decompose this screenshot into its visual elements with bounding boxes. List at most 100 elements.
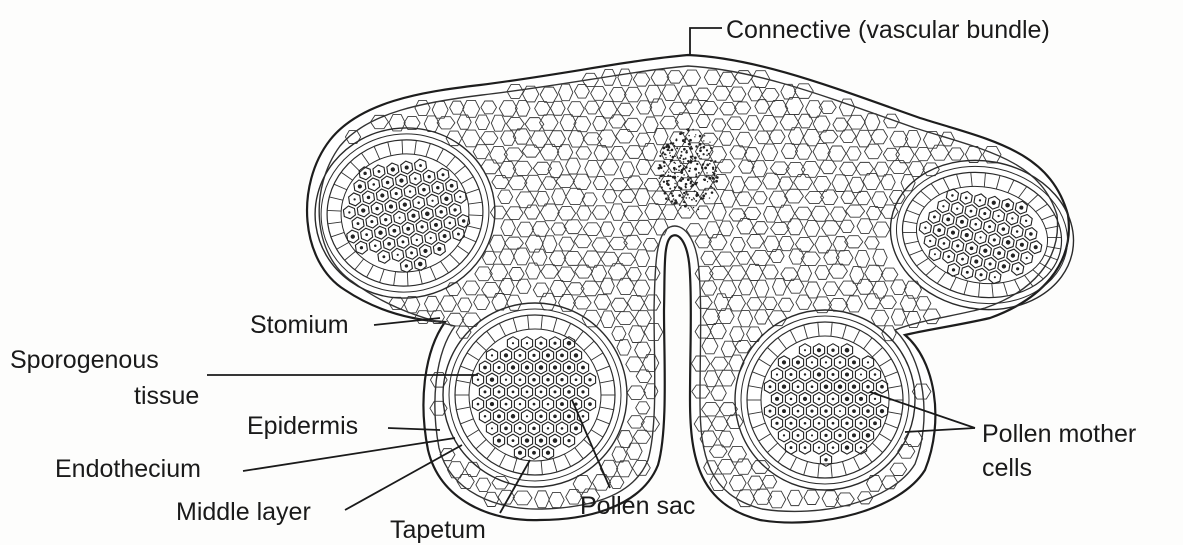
vascular-cell bbox=[692, 156, 694, 158]
pollen-mother-cell-nucleus bbox=[804, 349, 806, 351]
vascular-cell bbox=[672, 195, 674, 197]
pollen-mother-cell-nucleus bbox=[839, 410, 841, 412]
label-middle-layer: Middle layer bbox=[176, 498, 311, 526]
pollen-mother-cell-nucleus bbox=[873, 421, 877, 425]
pollen-mother-cell-nucleus bbox=[838, 385, 842, 389]
vascular-cell bbox=[662, 174, 664, 176]
vascular-cell bbox=[699, 155, 700, 156]
vascular-cell bbox=[684, 201, 686, 203]
pollen-mother-cell-nucleus bbox=[490, 378, 494, 382]
vascular-cell bbox=[659, 175, 661, 177]
vascular-cell bbox=[702, 146, 705, 149]
vascular-cell bbox=[668, 180, 670, 182]
pollen-mother-cell-nucleus bbox=[553, 415, 557, 419]
vascular-cell bbox=[694, 156, 697, 159]
pollen-mother-cell-nucleus bbox=[824, 384, 829, 389]
pollen-mother-cell-nucleus bbox=[866, 433, 871, 438]
pollen-mother-cell-nucleus bbox=[845, 348, 850, 353]
pollen-mother-cell-nucleus bbox=[498, 390, 501, 393]
pollen-mother-cell-nucleus bbox=[512, 342, 514, 344]
vascular-cell bbox=[696, 163, 698, 165]
pollen-mother-cell-nucleus bbox=[519, 427, 522, 430]
vascular-cell bbox=[669, 150, 670, 151]
vascular-cell bbox=[684, 141, 686, 143]
vascular-cell bbox=[674, 173, 676, 175]
pollen-mother-cell-nucleus bbox=[818, 398, 821, 401]
pollen-mother-cell-nucleus bbox=[775, 422, 778, 425]
pollen-mother-cell-nucleus bbox=[797, 385, 800, 388]
pollen-mother-cell-nucleus bbox=[852, 385, 856, 389]
vascular-cell bbox=[705, 193, 707, 195]
vascular-cell bbox=[690, 160, 693, 163]
vascular-cell bbox=[713, 174, 715, 176]
vascular-cell bbox=[704, 135, 705, 136]
vascular-cell bbox=[694, 198, 696, 200]
pollen-mother-cell-nucleus bbox=[860, 373, 862, 375]
vascular-cell bbox=[672, 142, 675, 145]
vascular-cell bbox=[669, 175, 671, 177]
vascular-cell bbox=[695, 134, 696, 135]
vascular-cell bbox=[697, 153, 699, 155]
leader-connective bbox=[690, 28, 722, 55]
vascular-cell bbox=[712, 177, 715, 180]
vascular-cell bbox=[696, 192, 698, 194]
pollen-mother-cell-nucleus bbox=[790, 446, 793, 449]
pollen-mother-cell-nucleus bbox=[796, 360, 800, 364]
pollen-mother-cell-nucleus bbox=[867, 361, 869, 363]
vascular-cell bbox=[689, 197, 691, 199]
vascular-cell bbox=[663, 165, 665, 167]
vascular-cell bbox=[689, 209, 690, 210]
vascular-cell bbox=[712, 166, 714, 168]
pollen-mother-cell-nucleus bbox=[831, 373, 834, 376]
vascular-cell bbox=[685, 185, 687, 187]
pollen-mother-cell-nucleus bbox=[769, 385, 772, 388]
vascular-cell bbox=[672, 156, 675, 159]
vascular-cell bbox=[673, 199, 674, 200]
vascular-cell bbox=[710, 160, 712, 162]
vascular-cell bbox=[680, 207, 682, 209]
pollen-mother-cell-nucleus bbox=[588, 378, 591, 381]
vascular-cell bbox=[705, 189, 707, 191]
pollen-mother-cell-nucleus bbox=[852, 360, 856, 364]
pollen-mother-cell-nucleus bbox=[824, 409, 827, 412]
pollen-mother-cell-nucleus bbox=[512, 439, 515, 442]
pollen-mother-cell-nucleus bbox=[831, 349, 834, 352]
pollen-mother-cell-nucleus bbox=[518, 451, 522, 455]
pollen-mother-cell-nucleus bbox=[539, 365, 543, 369]
vascular-cell bbox=[696, 168, 697, 169]
vascular-cell bbox=[703, 179, 704, 180]
vascular-cell bbox=[696, 195, 698, 197]
pollen-mother-cell-nucleus bbox=[497, 439, 501, 443]
pollen-mother-cell-nucleus bbox=[866, 385, 870, 389]
vascular-cell bbox=[683, 165, 685, 167]
label-epidermis: Epidermis bbox=[247, 412, 358, 440]
vascular-cell bbox=[714, 181, 716, 183]
vascular-cell bbox=[688, 135, 689, 136]
vascular-cell bbox=[683, 192, 685, 194]
pollen-mother-cell-nucleus bbox=[818, 446, 820, 448]
vascular-cell bbox=[689, 177, 691, 179]
pollen-mother-cell-nucleus bbox=[860, 446, 862, 448]
vascular-cell bbox=[709, 163, 711, 165]
vascular-cell bbox=[685, 151, 688, 154]
vascular-cell bbox=[695, 175, 697, 177]
pollen-mother-cell-nucleus bbox=[553, 438, 558, 443]
vascular-cell bbox=[710, 186, 712, 188]
pollen-mother-cell-nucleus bbox=[860, 422, 863, 425]
pollen-mother-cell-nucleus bbox=[491, 354, 493, 356]
pollen-mother-cell-nucleus bbox=[567, 341, 571, 345]
vascular-cell bbox=[703, 140, 704, 141]
pollen-mother-cell-nucleus bbox=[505, 403, 508, 406]
pollen-mother-cell-nucleus bbox=[811, 361, 813, 363]
pollen-mother-cell-nucleus bbox=[783, 434, 785, 436]
pollen-mother-cell-nucleus bbox=[539, 342, 542, 345]
vascular-cell bbox=[684, 138, 686, 140]
pollen-mother-cell-nucleus bbox=[574, 353, 578, 357]
pollen-mother-cell-nucleus bbox=[852, 409, 856, 413]
vascular-cell bbox=[695, 173, 697, 175]
pollen-mother-cell-nucleus bbox=[532, 378, 536, 382]
vascular-cell bbox=[687, 178, 690, 181]
vascular-cell bbox=[706, 176, 708, 178]
pollen-mother-cell-nucleus bbox=[845, 445, 849, 449]
